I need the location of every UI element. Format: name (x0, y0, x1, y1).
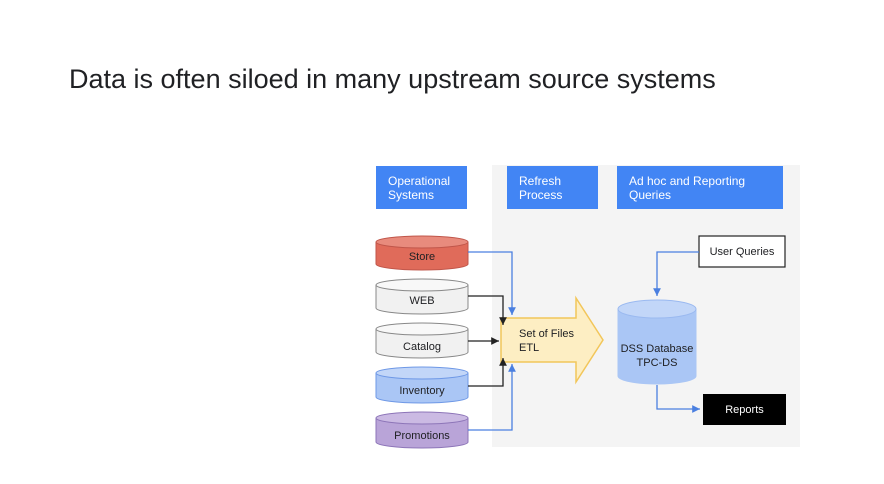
user-queries-box (698, 235, 786, 268)
etl-arrow-shape (500, 295, 604, 385)
column-header-operational-systems: Operational Systems (376, 166, 467, 209)
slide-title: Data is often siloed in many upstream so… (69, 64, 716, 94)
connector-inventory-to-etl (468, 358, 507, 387)
source-label-web: WEB (409, 295, 435, 307)
source-web-cylinder (375, 278, 469, 315)
column-header-refresh-process: Refresh Process (507, 166, 598, 209)
connector-web-to-etl (468, 295, 507, 325)
connector-database-to-reports (656, 385, 700, 413)
source-label-catalog: Catalog (403, 341, 441, 353)
source-promotions-cylinder (375, 411, 469, 449)
dss-database-cylinder (617, 299, 697, 385)
reports-box (703, 394, 786, 425)
etl-label-line1: Set of Files (519, 328, 575, 340)
connector-store-to-etl (468, 251, 516, 315)
source-inventory-cylinder (375, 366, 469, 404)
source-label-store: Store (408, 251, 436, 263)
column-header-adhoc-reporting: Ad hoc and Reporting Queries (617, 166, 783, 209)
database-label: DSS Database TPC-DS (612, 342, 702, 370)
reports-label: Reports (725, 403, 764, 416)
connector-promotions-to-etl (468, 364, 516, 431)
source-catalog-cylinder (375, 322, 469, 359)
source-store-cylinder (375, 235, 469, 271)
etl-label-line2: ETL (519, 342, 540, 354)
etl-label: Set of Files ETL (519, 327, 574, 355)
database-label-line1: DSS Database (620, 343, 694, 355)
source-label-promotions: Promotions (394, 430, 450, 442)
user-queries-label: User Queries (709, 245, 775, 258)
source-label-inventory: Inventory (399, 385, 445, 397)
database-label-line2: TPC-DS (636, 357, 678, 369)
connector-user-queries-to-database (653, 251, 699, 296)
